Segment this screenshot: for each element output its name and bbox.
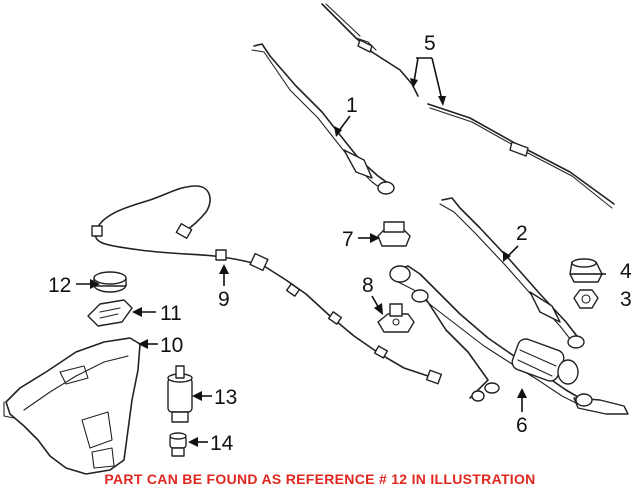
callout-9: 9 xyxy=(218,288,230,311)
wiper-arm-1 xyxy=(251,43,395,195)
reference-note: PART CAN BE FOUND AS REFERENCE # 12 IN I… xyxy=(104,471,536,487)
reservoir-cap-12 xyxy=(93,271,127,293)
wiper-blade-long xyxy=(427,103,615,209)
callout-1: 1 xyxy=(346,94,358,117)
callout-3: 3 xyxy=(620,288,632,311)
callout-10: 10 xyxy=(160,334,183,357)
callout-4: 4 xyxy=(620,260,632,283)
hex-nut-3 xyxy=(573,289,599,309)
callout-2: 2 xyxy=(516,222,528,245)
connector-11 xyxy=(87,299,133,327)
callout-14: 14 xyxy=(210,432,234,455)
callout-5: 5 xyxy=(424,32,436,55)
grommet-8 xyxy=(377,303,415,333)
wiper-arm-2 xyxy=(439,197,585,349)
callout-11: 11 xyxy=(160,302,182,325)
cap-4 xyxy=(569,258,603,283)
washer-pump-13 xyxy=(167,365,193,423)
leader-lines xyxy=(76,57,606,447)
wiper-blade-upper xyxy=(321,3,419,97)
callout-12: 12 xyxy=(48,274,71,297)
wiper-linkage-6 xyxy=(389,265,629,415)
washer-reservoir-10 xyxy=(3,337,141,475)
washer-hose-9 xyxy=(91,185,443,385)
callout-13: 13 xyxy=(214,386,237,409)
callout-7: 7 xyxy=(342,228,354,251)
grommet-14 xyxy=(169,432,187,457)
callout-8: 8 xyxy=(362,274,374,297)
nut-cap-7 xyxy=(377,221,411,247)
callout-6: 6 xyxy=(516,414,528,437)
